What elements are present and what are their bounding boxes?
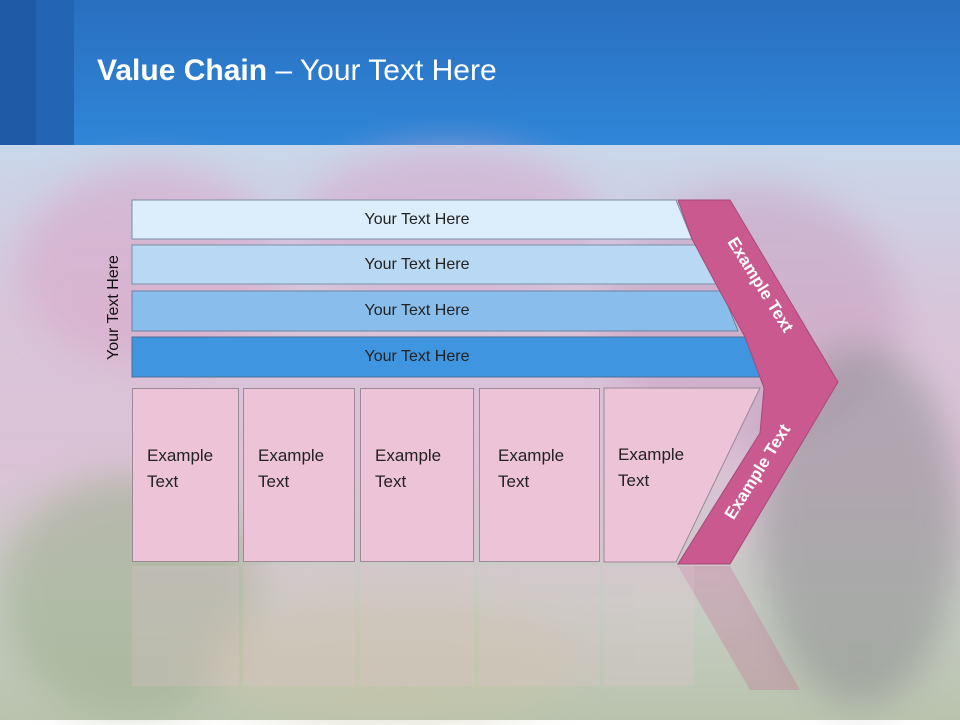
- box-5-shape: [603, 387, 761, 563]
- header-accent-strip: [0, 0, 36, 145]
- bar-3-shape: [131, 290, 739, 332]
- slide-title: Value Chain – Your Text Here: [97, 54, 497, 87]
- arrow-chevron-shape: [677, 199, 839, 565]
- boxes-reflection: [132, 566, 760, 686]
- header-accent-strip: [36, 0, 74, 145]
- arrow-reflection: [678, 566, 800, 690]
- header-band: Value Chain – Your Text Here: [0, 0, 960, 145]
